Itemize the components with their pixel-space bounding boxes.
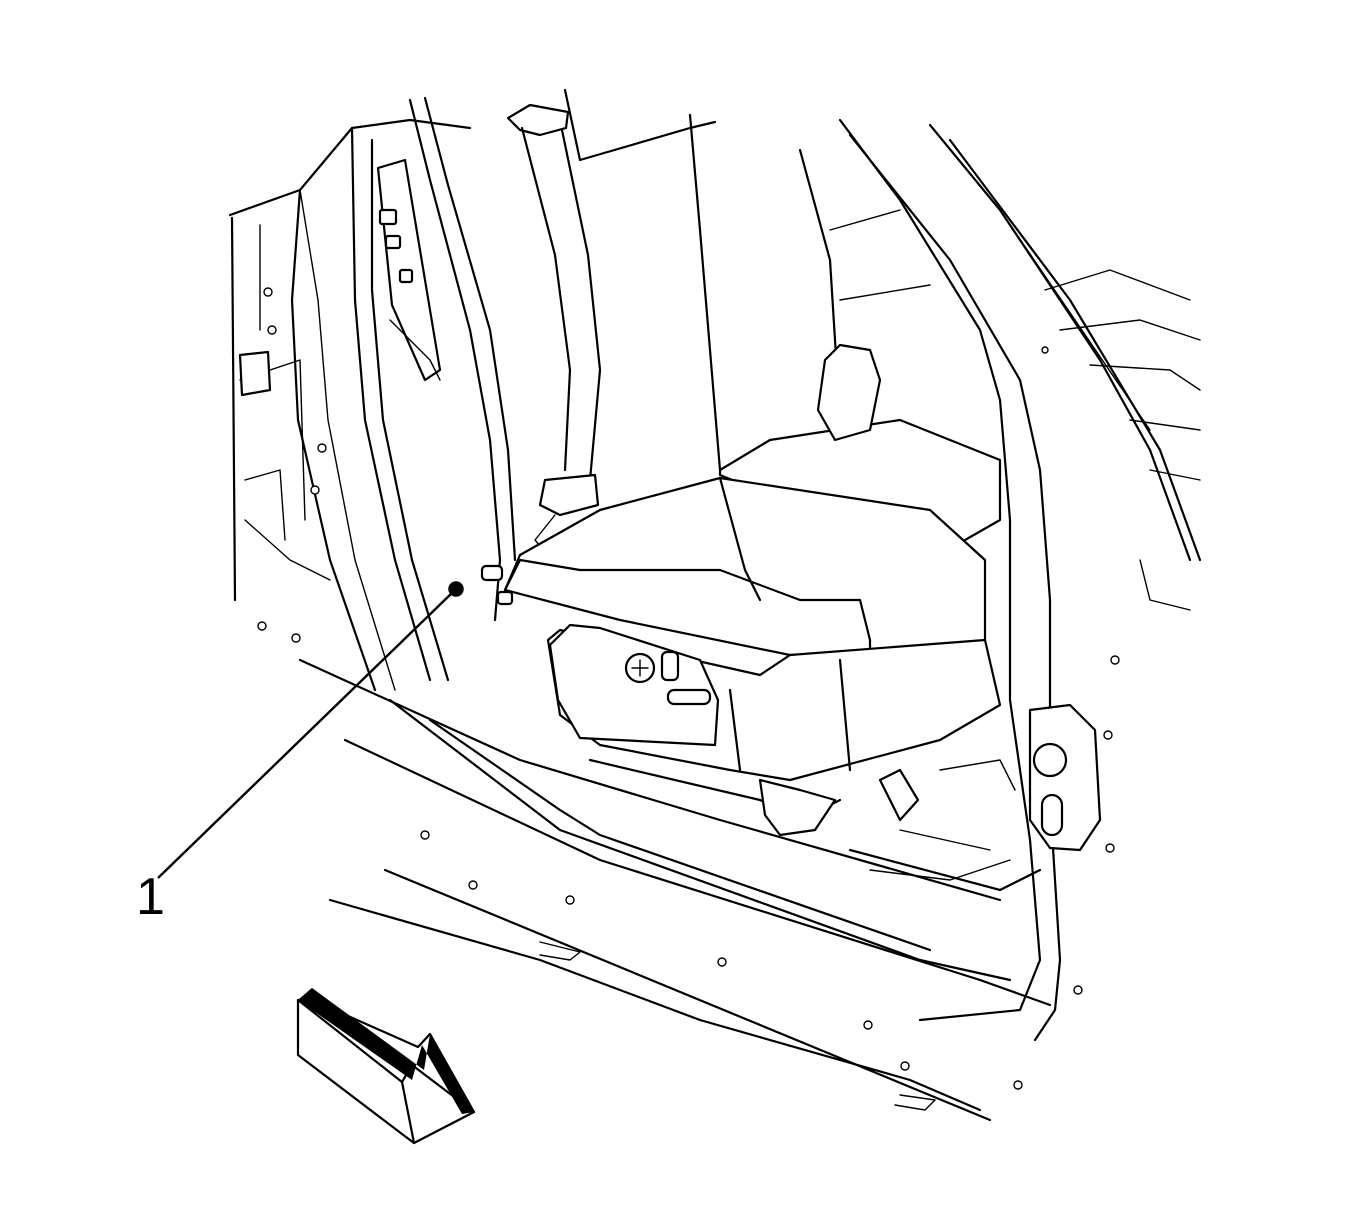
door-frame-left [228, 96, 517, 692]
seat-belt-anchor-bolt [448, 564, 514, 606]
forward-arrow-icon [296, 988, 476, 1145]
front-seat [503, 343, 1002, 782]
rear-pillar [563, 88, 931, 472]
callout-label: 1 [136, 868, 165, 926]
door-sill [298, 658, 1052, 1122]
seat-belt [506, 103, 602, 557]
seat-track [588, 758, 1042, 892]
door-frame-right [838, 118, 1202, 1042]
callout-1: 1 [136, 591, 454, 926]
